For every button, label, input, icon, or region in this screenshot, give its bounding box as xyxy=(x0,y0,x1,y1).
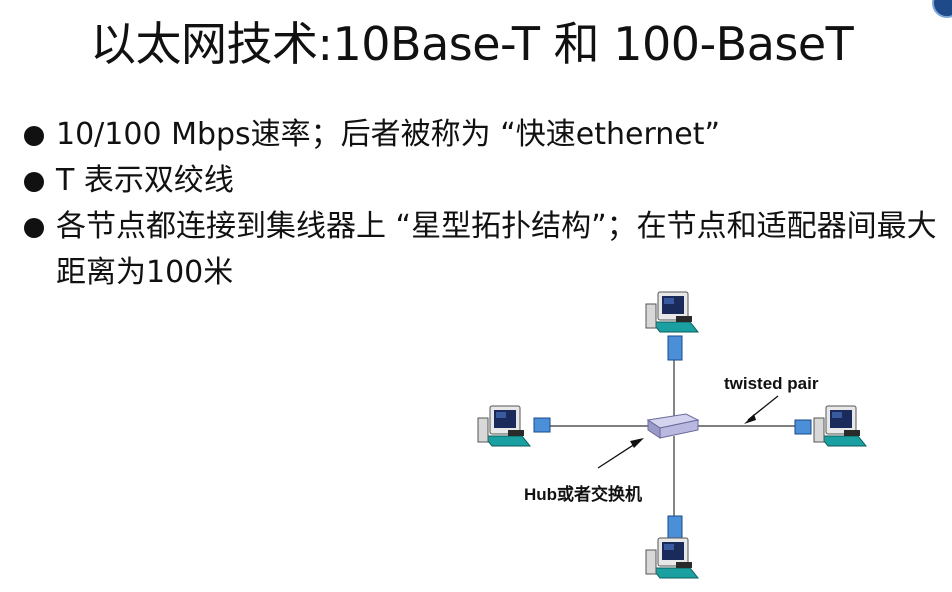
hub-arrow xyxy=(597,438,644,469)
adapter-right xyxy=(794,419,812,435)
slide-title: 以太网技术:10Base-T 和 100-BaseT xyxy=(90,17,854,71)
computer-top-icon xyxy=(645,291,699,333)
adapter-left xyxy=(533,417,551,433)
bullet-dot-icon xyxy=(24,126,44,146)
university-logo xyxy=(932,0,952,18)
bullet-item: 10/100 Mbps速率；后者被称为 “快速ethernet” xyxy=(22,112,942,158)
bullet-dot-icon xyxy=(24,218,44,238)
bullet-item: 各节点都连接到集线器上 “星型拓扑结构”；在节点和适配器间最大距离为100米 xyxy=(22,204,942,296)
adapter-bottom xyxy=(667,515,683,539)
bullet-dot-icon xyxy=(24,172,44,192)
twisted-pair-arrow xyxy=(744,395,779,424)
hub-label: Hub或者交换机 xyxy=(524,485,643,504)
bullet-item: T 表示双绞线 xyxy=(22,158,942,204)
twisted-pair-label: twisted pair xyxy=(724,374,819,393)
bullet-text: T 表示双绞线 xyxy=(56,163,234,198)
bullet-list: 10/100 Mbps速率；后者被称为 “快速ethernet” T 表示双绞线… xyxy=(22,112,942,296)
bullet-text: 10/100 Mbps速率；后者被称为 “快速ethernet” xyxy=(56,117,721,152)
computer-right-icon xyxy=(813,405,867,447)
hub-switch-icon xyxy=(646,413,700,439)
adapter-top xyxy=(667,335,683,361)
computer-bottom-icon xyxy=(645,537,699,579)
bullet-text: 各节点都连接到集线器上 “星型拓扑结构”；在节点和适配器间最大距离为100米 xyxy=(56,209,937,290)
computer-left-icon xyxy=(477,405,531,447)
